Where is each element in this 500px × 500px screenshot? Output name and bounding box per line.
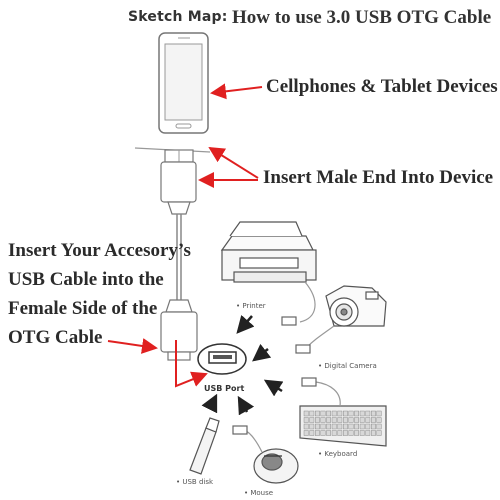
keyboard-key [309,410,315,417]
otg-female-socket-icon [160,299,198,361]
camera-cable [295,325,335,354]
printer-label: • Printer [236,302,266,310]
keyboard-key [331,417,337,423]
printer-icon [220,221,317,283]
keyboard-key [348,417,354,423]
sketch-map-label: Sketch Map: [128,9,228,25]
keyboard-key [337,430,343,436]
keyboard-key [365,430,371,436]
keyboard-key [315,417,320,423]
keyboard-key [354,430,359,436]
keyboard-key [371,410,376,417]
keyboard-key [303,410,309,417]
keyboard-icon [299,405,387,447]
mouse-label: • Mouse [244,489,274,497]
mouse-cable [232,425,263,453]
keyboard-key [326,423,331,430]
keyboard-key [309,430,315,436]
male-end-callout: Insert Male End Into Device [263,167,494,188]
keyboard-label: • Keyboard [318,450,358,458]
keyboard-key [309,417,315,423]
accessory-callout-line-1: Insert Your Accesory’s [8,240,191,261]
page-title: How to use 3.0 USB OTG Cable [232,7,492,28]
keyboard-key [315,430,320,436]
arrow-from-mouse [237,395,255,416]
keyboard-key [337,423,343,430]
keyboard-key [320,423,326,430]
keyboard-key [376,423,382,430]
black-arrows [201,314,284,416]
keyboard-key [343,430,348,436]
otg-cable [176,214,182,300]
keyboard-key [315,410,320,417]
keyboard-key [337,410,343,417]
camera-label: • Digital Camera [318,362,377,370]
keyboard-key [303,417,309,423]
accessory-callout-line-3: Female Side of the [8,298,158,319]
keyboard-key [371,430,376,436]
keyboard-key [348,430,354,436]
keyboard-key [359,417,365,423]
keyboard-key [354,423,359,430]
arrow-from-printer [236,314,255,334]
keyboard-cable [301,377,341,407]
keyboard-key [376,417,382,423]
keyboard-key [359,430,365,436]
digital-camera-icon [325,285,387,327]
keyboard-key [337,417,343,423]
arrow-from-camera [252,343,272,362]
keyboard-key [365,417,371,423]
keyboard-key [365,410,371,417]
keyboard-key [343,423,348,430]
accessory-callout-line-4: OTG Cable [8,327,103,348]
arrow-from-usb-disk [201,393,218,414]
keyboard-key [303,423,309,430]
red-arrows [107,83,263,388]
keyboard-key [343,417,348,423]
keyboard-key [354,417,359,423]
keyboard-key [331,423,337,430]
keyboard-key [343,410,348,417]
keyboard-key [348,410,354,417]
keyboard-key [320,410,326,417]
keyboard-key [359,410,365,417]
usb-disk-label: • USB disk [176,478,214,486]
keyboard-key [371,417,376,423]
phone-icon [158,32,209,134]
printer-cable [281,281,316,326]
accessory-callout-line-2: USB Cable into the [8,269,164,290]
usb-port-icon [197,343,247,375]
keyboard-key [331,430,337,436]
arrow-to-usb-port [175,340,208,388]
arrow-female [107,338,158,354]
keyboard-key [365,423,371,430]
keyboard-key [326,410,331,417]
arrow-male-a [208,146,259,179]
keyboard-key [371,423,376,430]
usb-disk-icon [189,417,220,475]
mouse-icon [253,448,299,484]
usb-port-label: USB Port [204,384,245,393]
keyboard-key [326,417,331,423]
arrow-from-keyboard [263,379,284,397]
keyboard-key [331,410,337,417]
keyboard-key [354,410,359,417]
keyboard-key [320,417,326,423]
arrow-phone [210,83,263,100]
keyboard-key [376,430,382,436]
keyboard-key [315,423,320,430]
keyboard-key [348,423,354,430]
keyboard-key [303,430,309,436]
phone-callout: Cellphones & Tablet Devices [266,76,498,97]
keyboard-key [309,423,315,430]
keyboard-key [376,410,382,417]
otg-male-plug-icon [160,149,197,215]
keyboard-key [326,430,331,436]
keyboard-key [359,423,365,430]
keyboard-key [320,430,326,436]
